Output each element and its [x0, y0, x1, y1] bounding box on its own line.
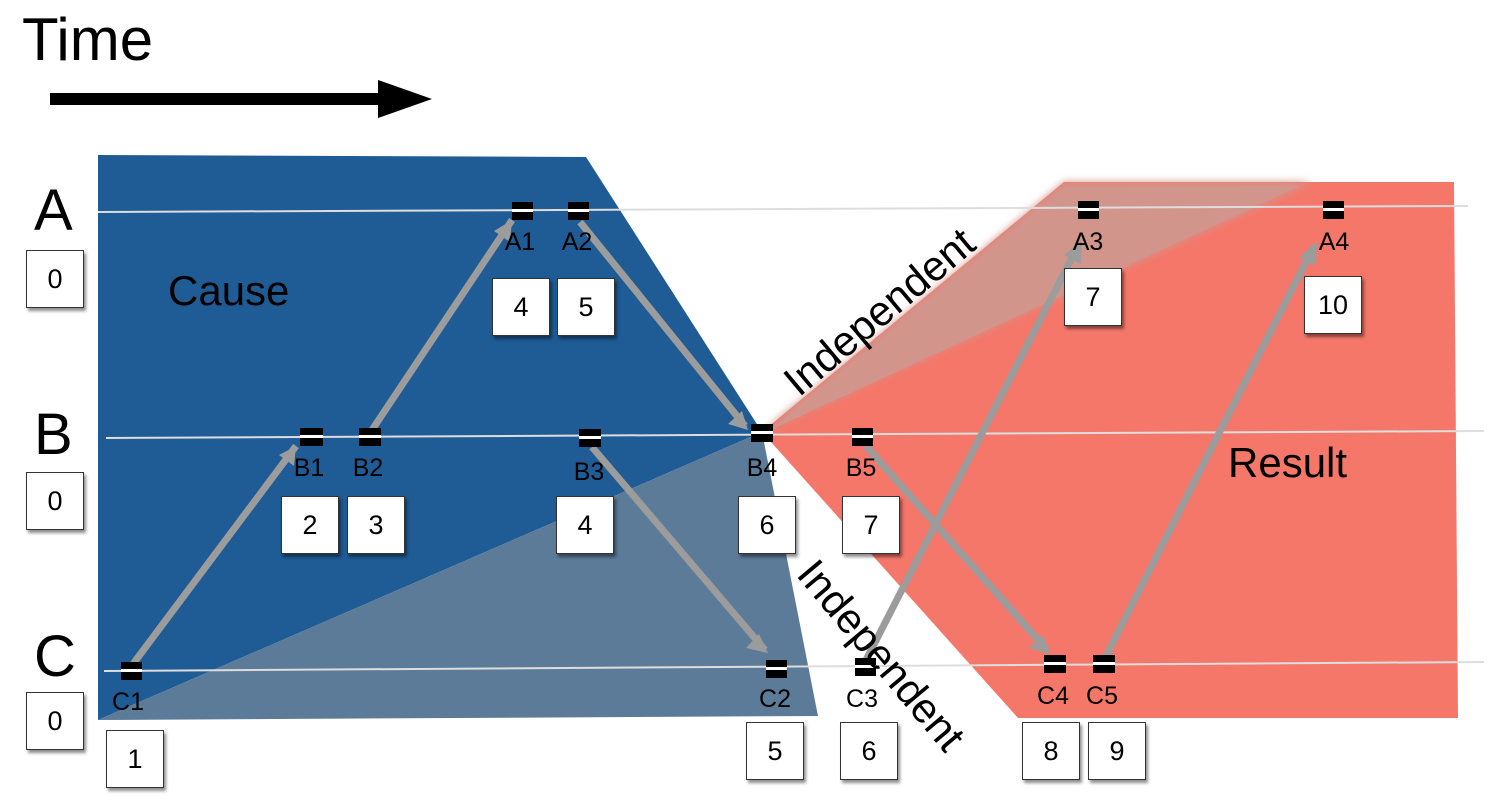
event-c1-label: C1 [112, 688, 144, 716]
event-a3-clock: 7 [1064, 268, 1122, 326]
arrowhead-a3 [1064, 240, 1082, 264]
message-arrowheads [279, 220, 1317, 654]
event-b2-clock: 3 [347, 496, 405, 554]
event-c3-label: C3 [846, 685, 878, 713]
arrowhead-a1 [494, 220, 512, 242]
time-label: Time [22, 6, 154, 73]
arrowhead-b1 [279, 446, 296, 466]
arrowhead-a4 [1299, 242, 1317, 266]
process-a-initial-clock: 0 [26, 250, 84, 308]
message-c5-a4 [1101, 244, 1318, 660]
arrowhead-c4 [1029, 635, 1050, 654]
message-b3-c2 [589, 444, 768, 653]
time-arrowhead [378, 80, 432, 118]
message-b2-a1 [369, 218, 515, 432]
event-b1-label: B1 [293, 454, 325, 482]
message-c3-a3 [862, 242, 1083, 662]
message-b5-c4 [863, 443, 1050, 653]
event-c1-clock: 1 [106, 730, 164, 788]
event-c2-clock: 5 [746, 722, 804, 780]
event-a3-label: A3 [1072, 228, 1104, 256]
message-a2-b4 [577, 219, 748, 429]
event-c4-clock: 8 [1022, 722, 1080, 780]
event-b1-clock: 2 [281, 496, 339, 554]
event-a4-label: A4 [1318, 228, 1350, 256]
event-marker-stripes [121, 208, 1344, 672]
event-b3-clock: 4 [556, 496, 614, 554]
event-b4-clock: 6 [738, 496, 796, 554]
event-c5-label: C5 [1086, 682, 1118, 710]
timeline-b [105, 430, 1485, 439]
event-b3-label: B3 [573, 458, 605, 486]
event-c4-label: C4 [1037, 682, 1069, 710]
arrowhead-b4 [728, 411, 748, 430]
event-c2-label: C2 [759, 685, 791, 713]
event-b4-label: B4 [746, 454, 778, 482]
cause-label: Cause [168, 267, 290, 314]
message-arrows [130, 218, 1318, 667]
event-a2-label: A2 [561, 228, 593, 256]
timeline-a [97, 205, 1469, 213]
event-a4-clock: 10 [1304, 276, 1362, 334]
process-c-initial-clock: 0 [26, 692, 84, 750]
event-a1-label: A1 [504, 228, 536, 256]
result-label: Result [1228, 439, 1348, 486]
event-b5-clock: 7 [842, 496, 900, 554]
event-b2-label: B2 [352, 454, 384, 482]
process-c-label: C [34, 624, 76, 689]
result-independent-region-core [770, 186, 1300, 430]
message-c1-b1 [130, 443, 299, 667]
process-a-label: A [34, 178, 73, 243]
process-b-initial-clock: 0 [26, 472, 84, 530]
event-c3-clock: 6 [840, 722, 898, 780]
arrowhead-c2 [746, 634, 768, 653]
event-b5-label: B5 [845, 454, 877, 482]
process-b-label: B [34, 402, 73, 467]
event-c5-clock: 9 [1088, 722, 1146, 780]
timeline-c [103, 661, 1485, 672]
event-a1-clock: 4 [492, 278, 550, 336]
event-a2-clock: 5 [557, 278, 615, 336]
